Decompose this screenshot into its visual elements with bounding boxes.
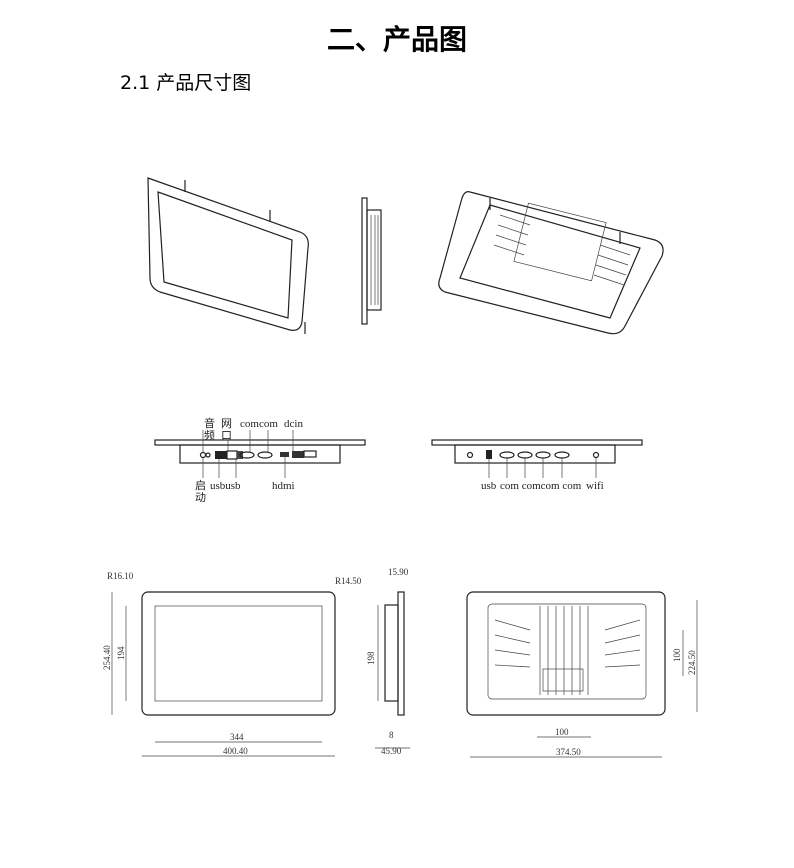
- label-usb-left: usbusb: [210, 480, 241, 492]
- port-view-right: usb com comcom com wifi: [431, 439, 643, 492]
- back-perspective-drawing: [438, 191, 664, 335]
- dim-height-screen: 194: [116, 646, 126, 660]
- dim-corner-right: R14.50: [335, 576, 362, 586]
- side-perspective-drawing: [361, 197, 382, 325]
- dim-corner-left: R16.10: [107, 571, 134, 581]
- front-perspective-drawing: [147, 177, 309, 334]
- label-wifi: wifi: [586, 480, 604, 492]
- page-heading: 二、产品图: [326, 23, 467, 56]
- dim-width-screen: 344: [230, 732, 244, 742]
- label-com-right: com comcom com: [500, 480, 582, 492]
- label-usb-right: usb: [481, 480, 497, 492]
- section-title: 2.1 产品尺寸图: [120, 72, 252, 94]
- label-lan: 网: [221, 418, 232, 430]
- label-power: 启: [195, 479, 206, 492]
- dim-height-outer: 254.40: [102, 645, 112, 670]
- label-audio-2: 频: [204, 428, 215, 442]
- label-hdmi: hdmi: [272, 480, 295, 492]
- label-lan-2: 口: [221, 430, 232, 442]
- dim-side-top: 15.90: [388, 567, 409, 577]
- label-power-2: 动: [195, 491, 206, 504]
- dim-back-height: 224.50: [687, 650, 697, 675]
- dim-side-min: 8: [389, 730, 394, 740]
- dim-back-width: 374.50: [556, 747, 581, 757]
- label-com-left: comcom: [240, 418, 278, 430]
- dimension-back-drawing: 100 224.50 100 374.50: [466, 591, 698, 758]
- dimension-front-drawing: R16.10 R14.50 254.40 194 344 400.40: [102, 571, 362, 757]
- dim-back-vesa-h: 100: [672, 648, 682, 662]
- port-view-left: 音 频 网 口 comcom dcin 启 动 usbusb hdmi: [154, 416, 366, 504]
- dim-side-height: 198: [366, 651, 376, 665]
- dimension-side-drawing: 15.90 198 8 45.90: [366, 567, 410, 756]
- dim-side-depth: 45.90: [381, 746, 402, 756]
- dim-back-vesa-w: 100: [555, 727, 569, 737]
- dim-width-outer: 400.40: [223, 746, 248, 756]
- label-audio: 音: [204, 416, 215, 430]
- label-dcin: dcin: [284, 418, 303, 430]
